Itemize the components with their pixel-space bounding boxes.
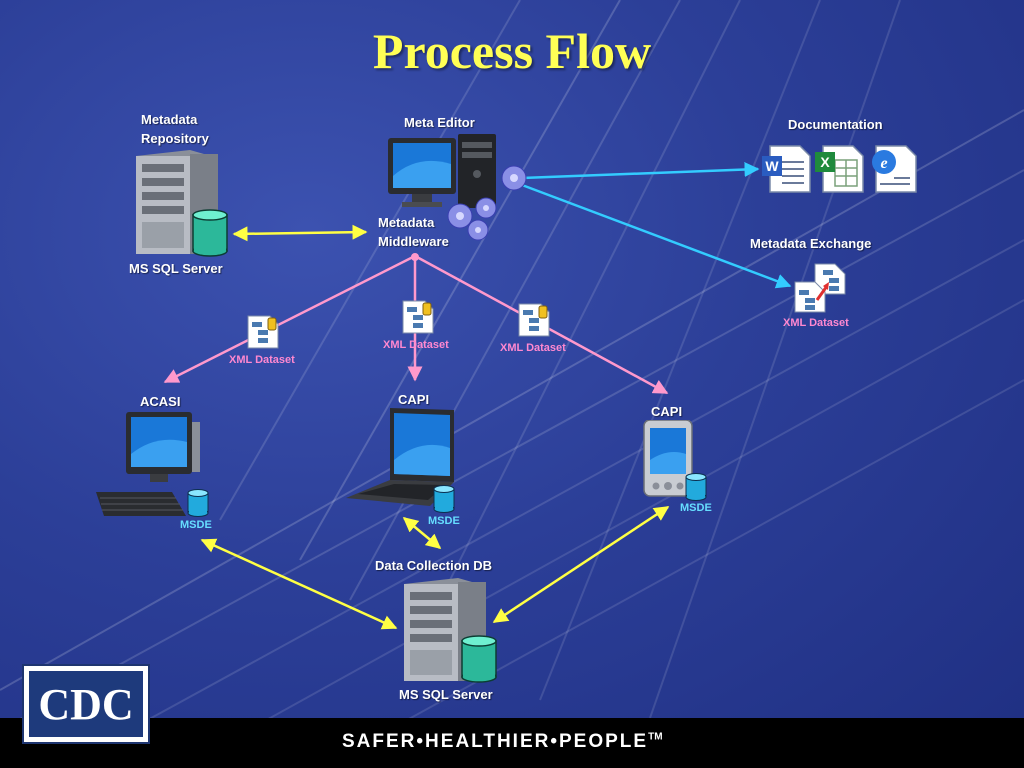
arrow-laptop-collection bbox=[402, 517, 442, 549]
tagline-text: SAFER•HEALTHIER•PEOPLE bbox=[342, 731, 649, 752]
arrow-middleware-acasi bbox=[163, 254, 416, 384]
svg-text:W: W bbox=[765, 158, 779, 174]
desktop-monitor-keyboard-icon bbox=[96, 412, 200, 516]
ms-sql-server-bottom-label: MS SQL Server bbox=[399, 687, 493, 702]
laptop-icon bbox=[346, 408, 454, 506]
arrow-repository-middleware bbox=[232, 224, 368, 242]
xml-dataset-icon bbox=[247, 315, 279, 349]
xml-dataset-center-label: XML Dataset bbox=[383, 339, 449, 351]
documentation-label: Documentation bbox=[788, 117, 883, 132]
meta-editor-label: Meta Editor bbox=[404, 115, 475, 130]
cdc-logo-text: CDC bbox=[38, 680, 134, 729]
page-title: Process Flow bbox=[372, 23, 652, 79]
database-cylinder-icon bbox=[433, 485, 455, 513]
capi-laptop-label: CAPI bbox=[398, 392, 430, 407]
server-tower-icon bbox=[404, 578, 486, 681]
arrow-editor-exchange bbox=[521, 183, 792, 289]
tagline: SAFER•HEALTHIER•PEOPLETM bbox=[342, 731, 663, 753]
trademark-mark: TM bbox=[648, 731, 663, 743]
metadata-repository-label: Metadata Repository bbox=[141, 112, 209, 146]
xml-dataset-exchange-label: XML Dataset bbox=[783, 317, 849, 329]
msde-pda-label: MSDE bbox=[680, 502, 712, 514]
arrow-pda-collection bbox=[492, 505, 670, 624]
footer-bar: SAFER•HEALTHIER•PEOPLETM bbox=[0, 718, 1024, 768]
excel-spreadsheet-icon: X bbox=[815, 145, 864, 193]
xml-dataset-right-label: XML Dataset bbox=[500, 342, 566, 354]
database-cylinder-icon bbox=[187, 489, 209, 517]
middleware-node bbox=[411, 253, 419, 261]
xml-dataset-icon bbox=[402, 300, 434, 334]
msde-acasi-label: MSDE bbox=[180, 519, 212, 531]
desktop-computer-icon bbox=[388, 134, 496, 208]
database-cylinder-icon bbox=[461, 635, 497, 683]
web-page-icon: e bbox=[872, 145, 917, 193]
ms-sql-server-label: MS SQL Server bbox=[129, 261, 223, 276]
arrow-editor-documentation bbox=[521, 162, 760, 180]
pda-handheld-icon bbox=[643, 420, 693, 497]
cdc-logo: CDC bbox=[22, 664, 150, 744]
cdc-logo-panel: CDC bbox=[29, 671, 143, 737]
gears-icon bbox=[447, 165, 527, 241]
word-document-icon: W bbox=[762, 145, 811, 193]
arrow-acasi-collection bbox=[200, 538, 398, 630]
msde-laptop-label: MSDE bbox=[428, 515, 460, 527]
svg-text:e: e bbox=[880, 155, 887, 172]
xml-dataset-icon bbox=[518, 303, 550, 337]
metadata-middleware-label: Metadata Middleware bbox=[378, 215, 449, 249]
xml-exchange-icon bbox=[794, 263, 846, 313]
xml-dataset-left-label: XML Dataset bbox=[229, 354, 295, 366]
database-cylinder-icon bbox=[192, 209, 228, 257]
acasi-label: ACASI bbox=[140, 394, 181, 409]
metadata-exchange-label: Metadata Exchange bbox=[750, 236, 872, 251]
database-cylinder-icon bbox=[685, 473, 707, 501]
data-collection-db-label: Data Collection DB bbox=[375, 558, 493, 573]
svg-text:X: X bbox=[820, 154, 830, 170]
capi-pda-label: CAPI bbox=[651, 404, 683, 419]
connector-layer bbox=[163, 162, 792, 630]
